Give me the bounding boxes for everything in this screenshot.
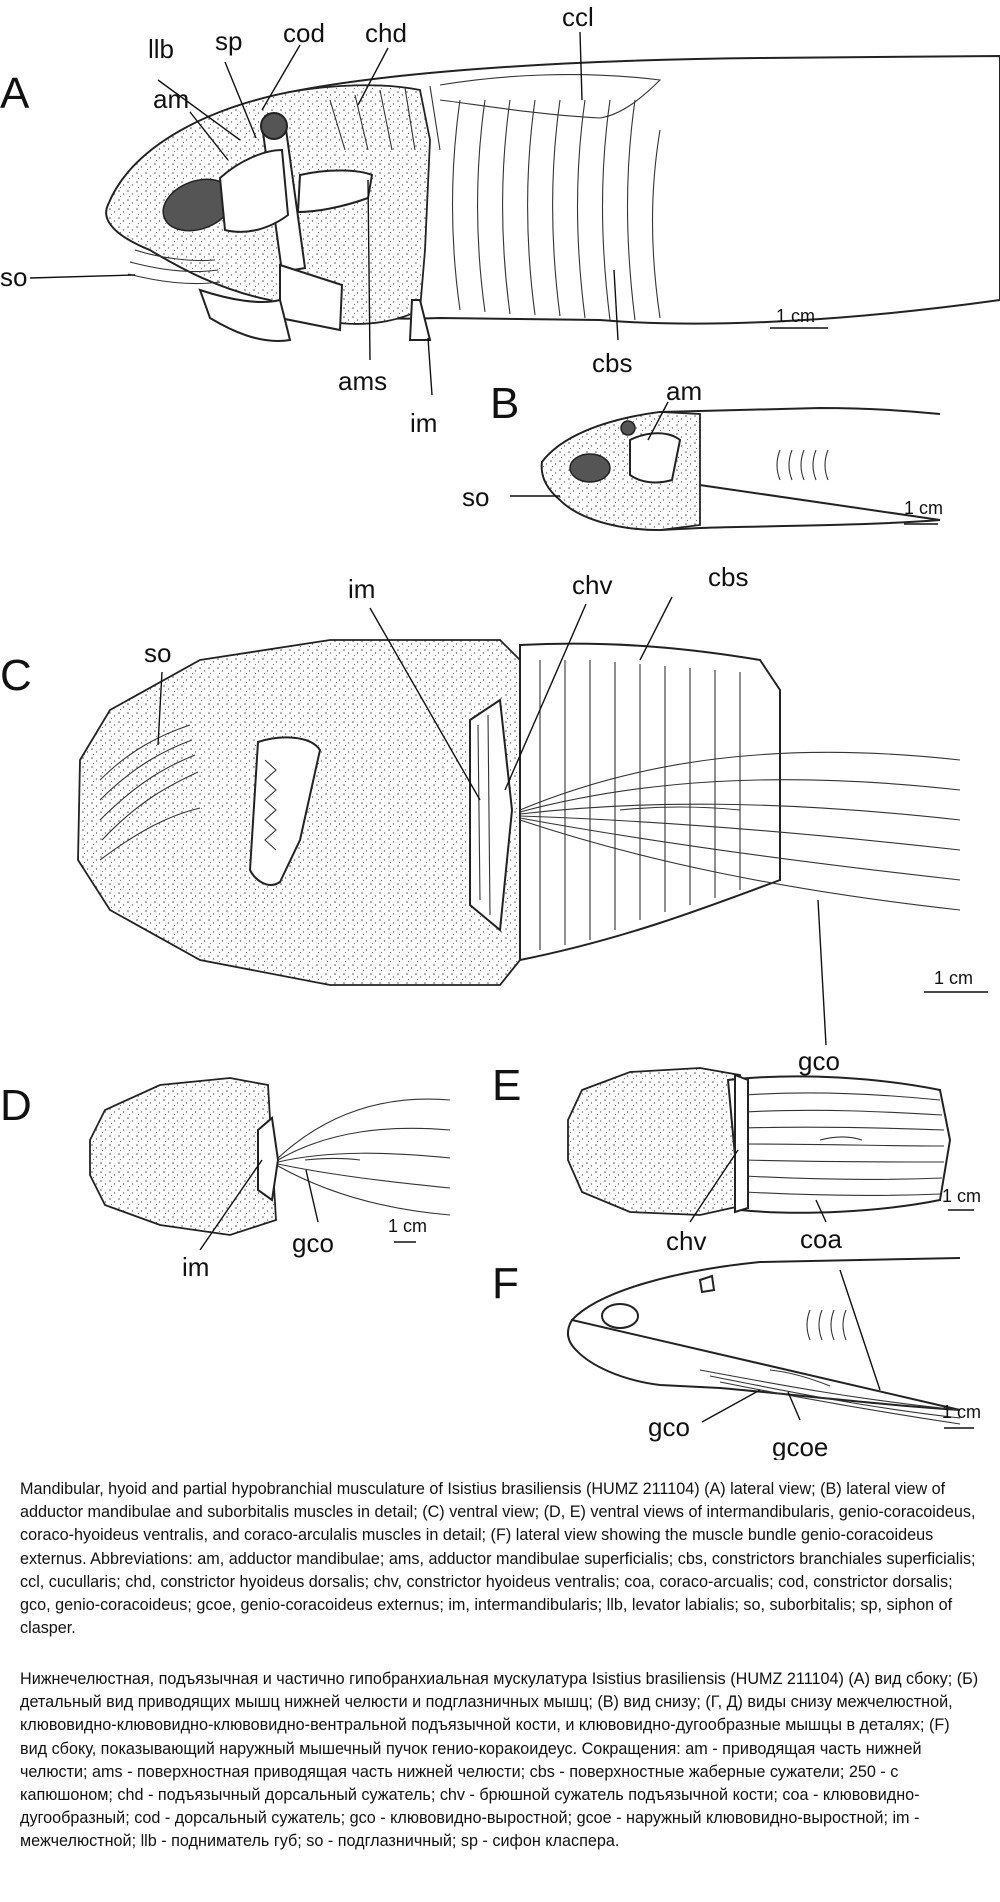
am-muscle	[218, 148, 290, 233]
panel-d: D im gco 1 cm	[0, 1077, 451, 1282]
label-ams: ams	[338, 366, 387, 396]
e-head-region	[567, 1067, 746, 1216]
caption-russian: Нижнечелюстная, подъязычная и частично г…	[20, 1670, 979, 1851]
panel-e-letter: E	[492, 1061, 521, 1110]
e-coa-bands	[744, 1092, 945, 1196]
d-chv-muscle	[257, 1116, 280, 1202]
c-label-so: so	[144, 638, 171, 668]
b-label-so: so	[462, 482, 489, 512]
caption-english: Mandibular, hyoid and partial hypobranch…	[20, 1480, 976, 1638]
panel-f-letter: F	[492, 1259, 519, 1308]
label-llb: llb	[148, 34, 174, 64]
figure-illustration: A	[0, 2, 1000, 1460]
gco-fan	[519, 751, 961, 911]
d-label-im: im	[182, 1252, 209, 1282]
f-gcoe-bundle	[699, 1369, 961, 1425]
e-label-chv: chv	[666, 1226, 706, 1256]
b-label-am: am	[666, 376, 702, 406]
scale-label-e: 1 cm	[942, 1186, 981, 1206]
panel-e: E chv coa 1 cm	[492, 1061, 981, 1256]
label-im: im	[410, 408, 437, 438]
b-eye-spot	[569, 453, 611, 483]
c-label-chv: chv	[572, 570, 612, 600]
f-label-gcoe: gcoe	[772, 1432, 828, 1460]
label-chd: chd	[365, 18, 407, 48]
panel-b: B am so 1 cm	[462, 376, 943, 532]
d-gco-fan	[277, 1098, 451, 1216]
c-label-gco: gco	[798, 1046, 840, 1076]
c-label-cbs: cbs	[708, 562, 748, 592]
chv-muscle	[469, 698, 514, 932]
f-label-gco: gco	[648, 1412, 690, 1442]
d-head-region	[89, 1077, 277, 1236]
e-chv-muscle	[734, 1073, 749, 1214]
label-cod: cod	[283, 18, 325, 48]
label-sp: sp	[215, 26, 242, 56]
scale-label-d: 1 cm	[388, 1216, 427, 1236]
label-am: am	[153, 84, 189, 114]
label-ccl: ccl	[562, 2, 594, 32]
c-label-im: im	[348, 574, 375, 604]
panel-a: A	[0, 2, 1000, 438]
panel-c-letter: C	[0, 651, 32, 700]
label-so: so	[0, 262, 27, 292]
e-label-coa: coa	[800, 1224, 842, 1254]
panel-a-letter: A	[0, 69, 30, 118]
cbs-striations	[451, 99, 661, 321]
f-eye	[601, 1303, 639, 1329]
panel-b-letter: B	[490, 379, 519, 428]
scale-label-c: 1 cm	[934, 968, 973, 988]
scale-label-b: 1 cm	[904, 498, 943, 518]
d-label-gco: gco	[292, 1228, 334, 1258]
panel-d-letter: D	[0, 1081, 32, 1130]
panel-f: F gco gcoe 1 cm	[492, 1257, 981, 1460]
label-cbs: cbs	[592, 348, 632, 378]
scale-label-a: 1 cm	[776, 306, 815, 326]
panel-c: C	[0, 562, 988, 1076]
scale-label-f: 1 cm	[942, 1402, 981, 1422]
